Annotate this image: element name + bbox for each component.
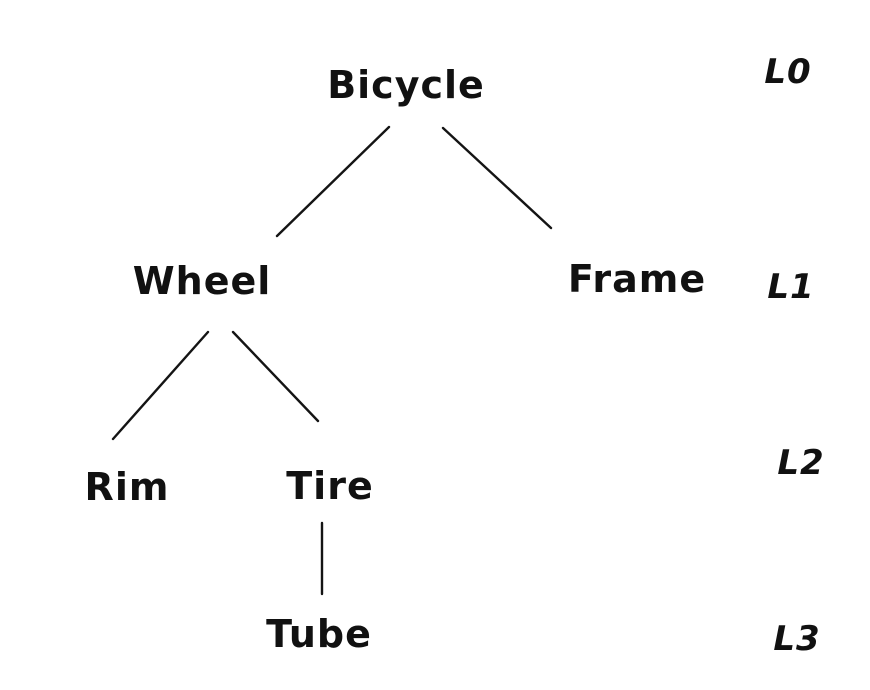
level-label-l1: L1 (767, 267, 815, 307)
edge-wheel-tire (231, 330, 320, 423)
edge-bicycle-wheel (275, 125, 391, 238)
tree-node-tube: Tube (266, 612, 372, 656)
tree-node-bicycle: Bicycle (327, 63, 485, 107)
level-label-l2: L2 (777, 443, 825, 483)
tree-node-frame: Frame (567, 257, 707, 301)
level-label-l0: L0 (764, 52, 812, 92)
tree-node-wheel: Wheel (132, 259, 272, 303)
level-label-l3: L3 (773, 619, 821, 659)
edge-wheel-rim (111, 330, 210, 441)
tree-node-rim: Rim (84, 465, 170, 509)
tree-node-tire: Tire (286, 464, 374, 508)
edge-bicycle-frame (441, 126, 553, 230)
